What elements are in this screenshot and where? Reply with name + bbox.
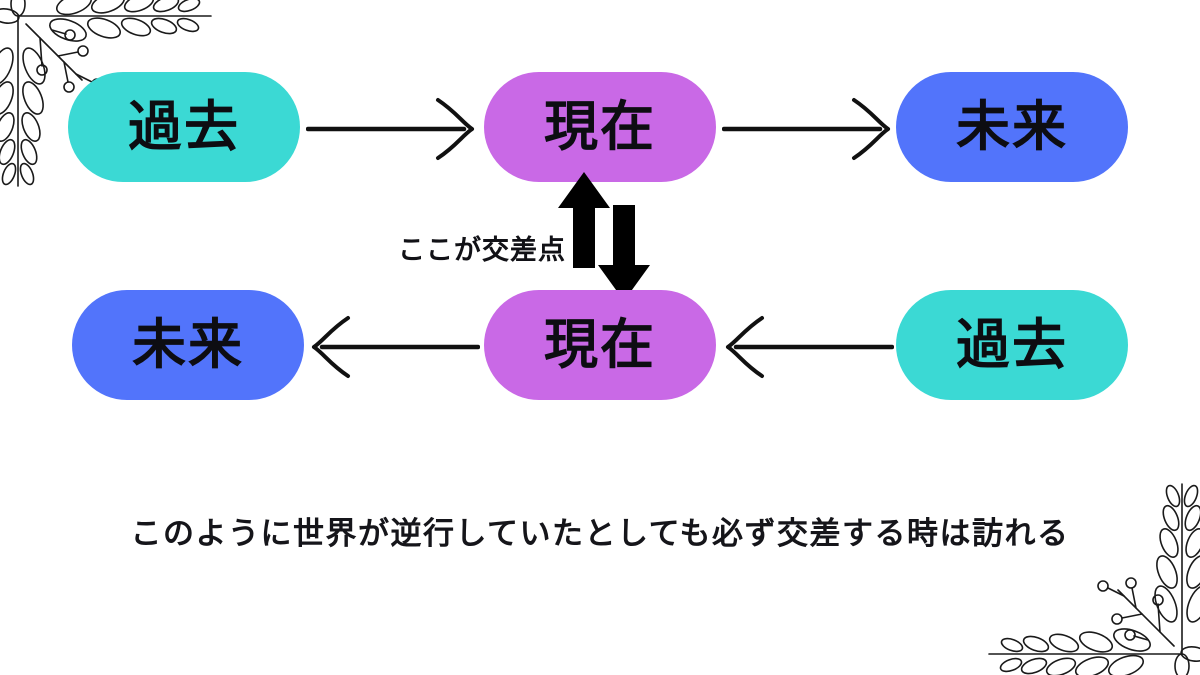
node-present-bottom[interactable]: 現在	[484, 290, 716, 400]
node-label: 未来	[956, 97, 1068, 157]
arrow-left-past-to-present	[722, 312, 895, 387]
node-future-bottom[interactable]: 未来	[72, 290, 304, 400]
node-label: 未来	[132, 315, 244, 375]
arrow-right-past-to-present	[305, 94, 478, 169]
node-label: 過去	[956, 315, 1068, 375]
crossing-point-annotation: ここが交差点	[398, 235, 566, 265]
node-past-bottom[interactable]: 過去	[896, 290, 1128, 400]
node-future-top[interactable]: 未来	[896, 72, 1128, 182]
slide-caption: このように世界が逆行していたとしても必ず交差する時は訪れる	[130, 516, 1070, 551]
botanical-ornament-bottom-right	[974, 476, 1200, 675]
node-label: 現在	[544, 97, 656, 157]
node-label: 過去	[128, 97, 240, 157]
node-label: 現在	[544, 315, 656, 375]
arrow-left-present-to-future	[308, 312, 481, 387]
node-past-top[interactable]: 過去	[68, 72, 300, 182]
node-present-top[interactable]: 現在	[484, 72, 716, 182]
arrow-right-present-to-future	[721, 94, 894, 169]
